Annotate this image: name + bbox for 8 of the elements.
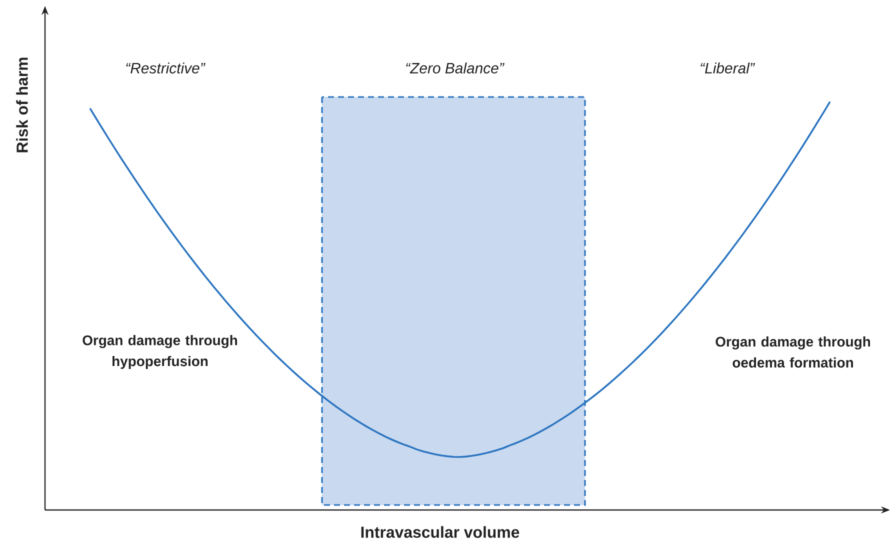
range-box: “Zero Balance” bbox=[321, 62, 586, 506]
region-label: “Liberal” bbox=[700, 62, 755, 74]
annotation-text: Organ damage through oedema formation bbox=[716, 336, 870, 368]
region-label: “Restrictive” bbox=[126, 62, 206, 74]
axis-title: Intravascular volume bbox=[361, 526, 520, 538]
node-label: “Zero Balance” bbox=[406, 62, 504, 74]
annotation-text: Organ damage through hypoperfusion bbox=[82, 335, 238, 369]
axis-title: Risk of harm bbox=[16, 58, 28, 152]
